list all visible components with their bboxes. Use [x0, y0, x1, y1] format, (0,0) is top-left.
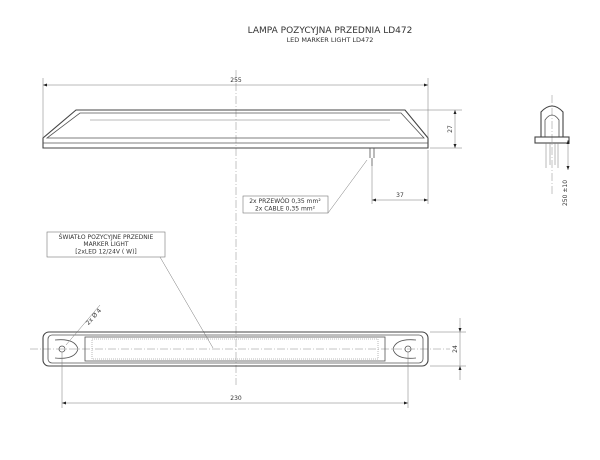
- bottom-view: 2x Ø 4 24 230: [30, 300, 466, 408]
- dim-height: 27: [447, 125, 454, 133]
- side-view: 250 ±10: [534, 95, 570, 206]
- light-note-line2: MARKER LIGHT: [83, 241, 129, 248]
- dim-hole-spacing: 230: [230, 395, 242, 402]
- dim-width: 24: [452, 345, 459, 353]
- front-view: 255 27 37: [42, 70, 462, 300]
- dim-cable-length: 250 ±10: [562, 180, 569, 206]
- light-note: ŚWIATŁO POZYCYJNE PRZEDNIE MARKER LIGHT …: [46, 231, 214, 349]
- dim-hole-diameter: 2x Ø 4: [85, 307, 104, 326]
- dim-overall-length: 255: [230, 77, 242, 84]
- cable-note-line1: 2x PRZEWÓD 0,35 mm²: [249, 198, 321, 205]
- drawing-title: LAMPA POZYCYJNA PRZEDNIA LD472: [248, 26, 413, 36]
- light-note-line3: [2xLED 12/24V ( W)]: [75, 249, 137, 256]
- light-note-line1: ŚWIATŁO POZYCYJNE PRZEDNIE: [59, 234, 154, 241]
- cable-note: 2x PRZEWÓD 0,35 mm² 2x CABLE 0,35 mm²: [242, 159, 368, 214]
- dim-cable-offset: 37: [396, 192, 404, 199]
- cable-note-line2: 2x CABLE 0,35 mm²: [255, 206, 316, 213]
- drawing-subtitle: LED MARKER LIGHT LD472: [287, 36, 374, 44]
